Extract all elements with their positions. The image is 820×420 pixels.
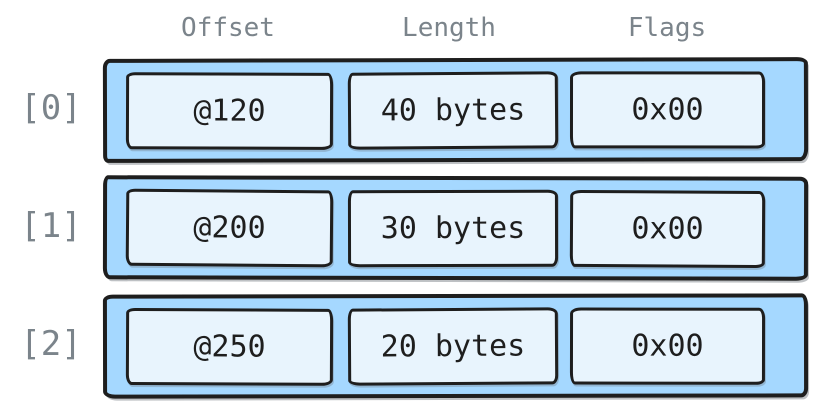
cell-length-0: 40 bytes bbox=[347, 71, 559, 150]
record-row-2: @250 20 bytes 0x00 bbox=[102, 293, 809, 399]
cell-offset-0: @120 bbox=[125, 72, 334, 150]
record-row-0: @120 40 bytes 0x00 bbox=[102, 57, 809, 163]
cell-flags-2: 0x00 bbox=[569, 307, 766, 385]
row-index-label-0: [0] bbox=[20, 88, 82, 128]
cell-length-1: 30 bytes bbox=[347, 189, 559, 268]
cell-offset-1: @200 bbox=[125, 188, 334, 268]
column-header-length: Length bbox=[402, 13, 496, 43]
cell-offset-2: @250 bbox=[125, 307, 334, 386]
column-header-offset: Offset bbox=[181, 13, 275, 43]
cell-flags-1: 0x00 bbox=[569, 189, 766, 268]
row-index-label-1: [1] bbox=[20, 206, 82, 246]
record-row-1: @200 30 bytes 0x00 bbox=[102, 175, 809, 281]
cell-flags-0: 0x00 bbox=[569, 71, 766, 149]
column-header-flags: Flags bbox=[627, 13, 707, 43]
cell-length-2: 20 bytes bbox=[347, 307, 559, 386]
row-index-label-2: [2] bbox=[20, 324, 82, 364]
